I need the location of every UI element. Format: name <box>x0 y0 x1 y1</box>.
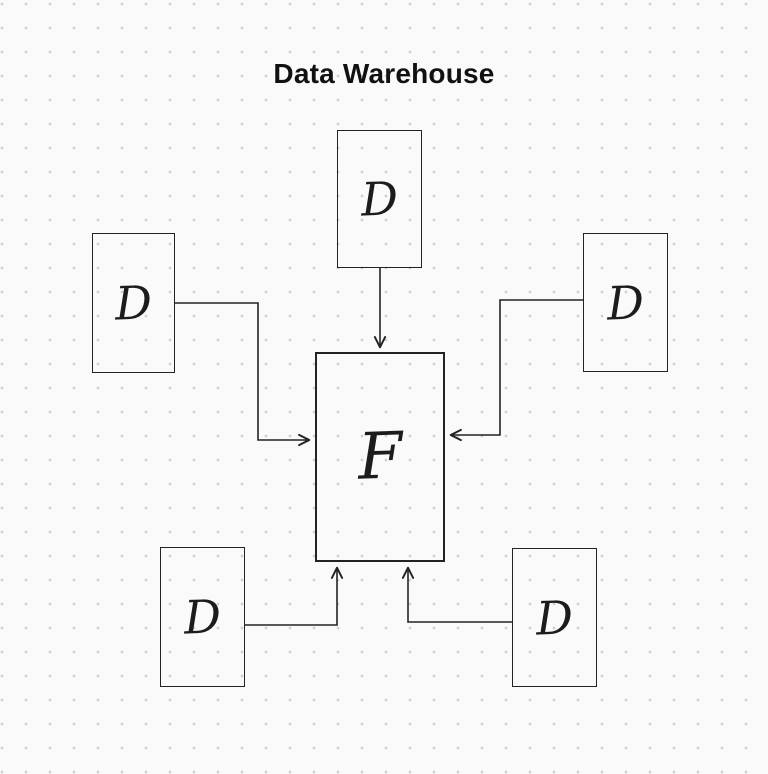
node-label: D <box>606 274 645 331</box>
node-label: D <box>360 171 399 227</box>
edge-dim-left-to-fact[interactable] <box>175 302 311 447</box>
diagram-title[interactable]: Data Warehouse <box>273 58 495 89</box>
node-dimension-left[interactable]: D <box>92 233 175 373</box>
node-label: F <box>356 419 404 495</box>
edge-dim-right-to-fact[interactable] <box>449 299 583 442</box>
node-fact[interactable]: F <box>315 352 445 562</box>
node-label: D <box>183 589 222 645</box>
edge-dim-bottom-left-to-fact[interactable] <box>245 566 344 626</box>
node-dimension-top[interactable]: D <box>337 130 422 268</box>
node-dimension-right[interactable]: D <box>583 233 668 372</box>
edge-dim-bottom-right-to-fact[interactable] <box>401 566 512 623</box>
node-label: D <box>535 589 574 646</box>
node-dimension-bottom-right[interactable]: D <box>512 548 597 687</box>
node-label: D <box>114 275 153 331</box>
node-dimension-bottom-left[interactable]: D <box>160 547 245 687</box>
